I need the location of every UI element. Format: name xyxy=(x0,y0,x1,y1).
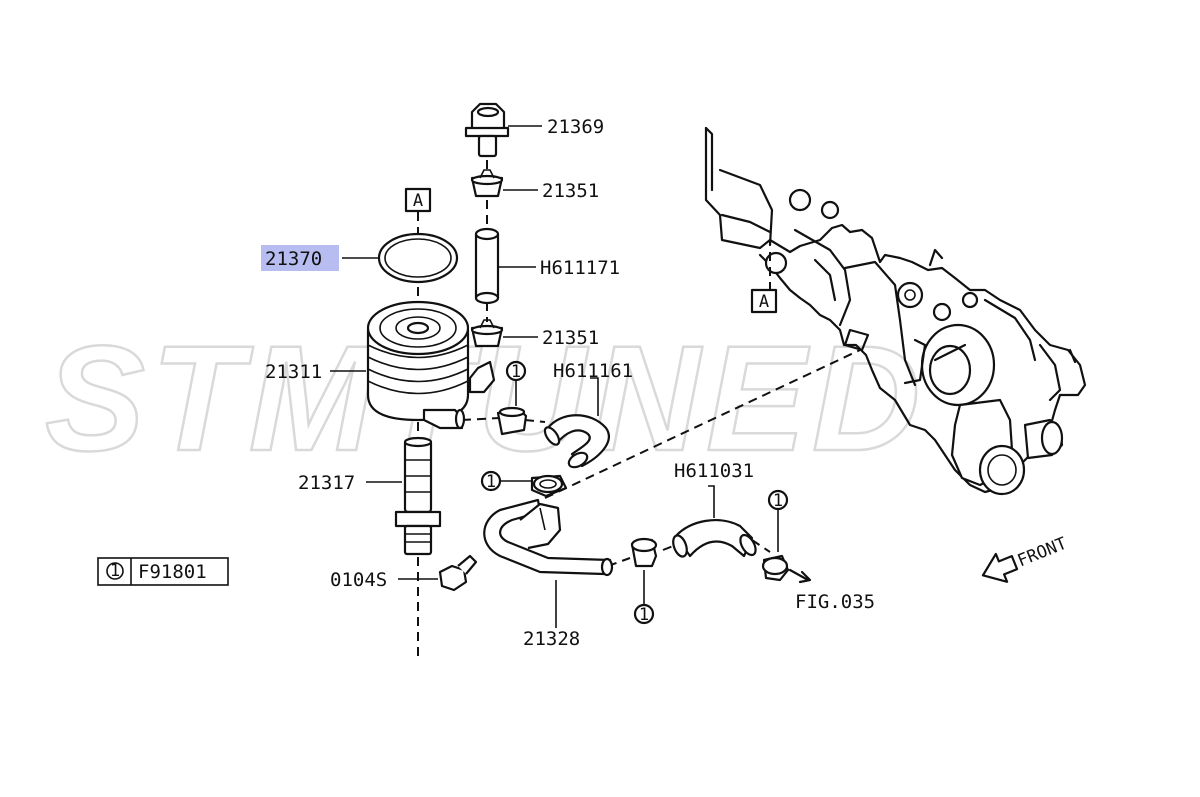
label-21317[interactable]: 21317 xyxy=(298,472,355,494)
svg-text:1: 1 xyxy=(773,491,783,511)
label-21370[interactable]: 21370 xyxy=(265,248,322,270)
svg-text:1: 1 xyxy=(511,362,521,382)
label-h611171[interactable]: H611171 xyxy=(540,257,620,279)
ref-marker-a-left: A xyxy=(404,187,432,213)
label-21370-highlight xyxy=(261,245,339,271)
label-21311[interactable]: 21311 xyxy=(265,361,322,383)
svg-text:A: A xyxy=(413,191,423,211)
part-h611171 xyxy=(474,227,536,305)
part-21351-top xyxy=(470,169,538,198)
part-0104s-bolt xyxy=(398,554,478,592)
label-21351-top[interactable]: 21351 xyxy=(542,180,599,202)
label-0104s[interactable]: 0104S xyxy=(330,569,387,591)
svg-text:1: 1 xyxy=(639,605,649,625)
svg-text:1: 1 xyxy=(486,472,496,492)
callout-1-b: 1 xyxy=(480,470,502,492)
front-arrow: FRONT xyxy=(981,534,1070,583)
label-21369[interactable]: 21369 xyxy=(547,116,604,138)
svg-text:A: A xyxy=(759,292,769,312)
part-h611161-hose xyxy=(496,377,610,498)
part-21317-stud xyxy=(366,436,442,556)
legend-code: F91801 xyxy=(138,561,207,583)
legend-symbol: 1 xyxy=(110,561,120,581)
part-21311-oil-cooler xyxy=(330,300,496,430)
callout-1-a: 1 xyxy=(505,360,527,382)
part-21351-bottom xyxy=(470,319,538,348)
engine-block xyxy=(704,126,1087,496)
label-h611031[interactable]: H611031 xyxy=(674,460,754,482)
part-h611031-hose xyxy=(630,485,812,604)
legend-box: 1 F91801 xyxy=(97,557,229,586)
front-label: FRONT xyxy=(1015,534,1070,572)
part-21370-oring xyxy=(342,232,459,284)
label-21351-bottom[interactable]: 21351 xyxy=(542,327,599,349)
ref-marker-a-right: A xyxy=(750,288,778,314)
label-21370-group[interactable]: 21370 xyxy=(261,245,339,271)
callout-1-d: 1 xyxy=(767,489,789,511)
label-h611161[interactable]: H611161 xyxy=(553,360,633,382)
label-21328[interactable]: 21328 xyxy=(523,628,580,650)
callout-1-c: 1 xyxy=(633,603,655,625)
part-21369 xyxy=(464,102,542,158)
part-21328-pipe xyxy=(483,498,614,628)
label-fig035[interactable]: FIG.035 xyxy=(795,591,875,613)
